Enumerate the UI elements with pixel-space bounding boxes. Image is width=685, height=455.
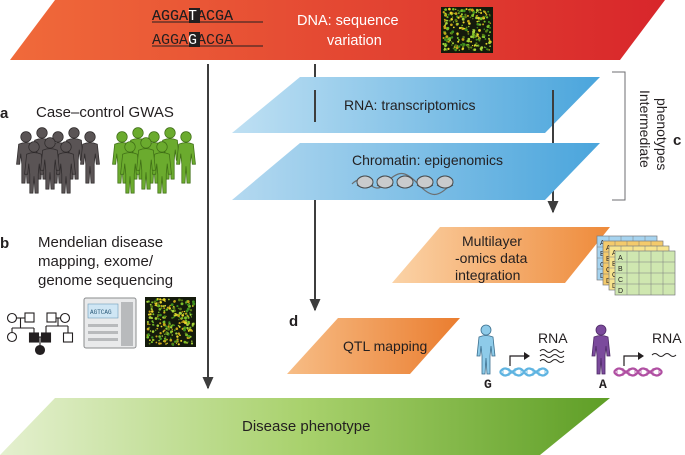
mendelian-label-line1: Mendelian disease [38,234,163,251]
table-letter: B [600,251,605,258]
panel-letter-b: b [0,235,9,252]
dna-helix-icon-2 [613,352,663,377]
rna-wave-strong-icon [539,349,565,363]
person-icon [80,131,100,184]
table-letter: C [600,262,605,269]
omics-integration-layer: Multilayer -omics data integration ABCDA… [392,227,676,296]
table-letter: A [612,250,617,257]
intermediate-phenotypes-bracket: Intermediate phenotypes c [612,71,681,201]
disease-plane [0,398,610,455]
pedigree-icon [6,312,74,356]
rna-wave-weak-icon [651,353,677,357]
dna-layer: AGGATACGA AGGATACGA AGGAGACGA DNA: seque… [10,0,665,60]
table-letter: C [606,267,611,274]
nucleosome-icon [351,172,454,196]
dna-label-line2: variation [327,33,382,49]
panel-letter-d: d [289,313,298,330]
table-letter: A [606,245,611,252]
disease-layer: Disease phenotype [0,398,610,455]
rna-label-2: RNA [652,330,682,346]
intermediate-label-line2: phenotypes [654,98,670,170]
qtl-layer: d QTL mapping G A RNA RNA [287,313,682,392]
variant-highlight-top [189,8,200,23]
qtl-plane [287,318,460,374]
chromatin-layer: Chromatin: epigenomics [232,143,600,200]
case-group-icon [16,127,100,194]
omics-label-line2: -omics data [455,250,528,266]
rna-label: RNA: transcriptomics [344,97,475,113]
table-letter: C [618,277,623,284]
omics-plane [392,227,610,283]
panel-letter-a: a [0,105,9,122]
panel-b: b Mendelian disease mapping, exome/ geno… [0,234,196,356]
rna-label-1: RNA [538,330,568,346]
dna-microarray-image [441,7,493,53]
microarray-image [145,297,196,347]
chromatin-plane [232,143,600,200]
dna-helix-icon [499,352,549,377]
table-letter: A [600,240,605,247]
table-letter: A [618,255,623,262]
control-group-icon [112,127,196,194]
gwas-label: Case–control GWAS [36,104,174,121]
mendelian-label-line3: genome sequencing [38,272,173,289]
table-letter: D [600,273,605,280]
table-letter: D [606,278,611,285]
table-letter: B [618,266,623,273]
panel-letter-c: c [673,132,681,149]
variant-highlight-bottom [189,32,200,47]
intermediate-label-line1: Intermediate [637,90,653,168]
dna-plane [10,0,665,60]
disease-label: Disease phenotype [242,418,370,435]
rna-layer: RNA: transcriptomics [232,77,600,133]
panel-a: a Case–control GWAS [0,104,196,194]
chromatin-label: Chromatin: epigenomics [352,152,503,168]
table-letter: D [612,283,617,290]
table-letter: C [612,272,617,279]
sequencer-icon: AGTCAG [83,297,137,349]
table-letter: D [618,288,623,295]
table-letter: B [612,261,617,268]
sequencer-screen-text: AGTCAG [90,309,112,316]
dna-sequence-reference-overlay: AGGATACGA [152,8,233,25]
dna-sequence-variant: AGGAGACGA [152,32,233,49]
allele-a: A [599,377,607,392]
qtl-person-purple-icon [591,324,611,375]
person-icon [176,131,196,184]
omics-label-line1: Multilayer [462,233,522,249]
rna-plane [232,77,600,133]
dna-label-line1: DNA: sequence [297,13,399,29]
qtl-person-blue-icon [476,324,496,375]
omics-label-line3: integration [455,267,520,283]
table-letter: B [606,256,611,263]
qtl-label: QTL mapping [343,338,427,354]
allele-g: G [484,377,492,392]
mendelian-label-line2: mapping, exome/ [38,253,154,270]
